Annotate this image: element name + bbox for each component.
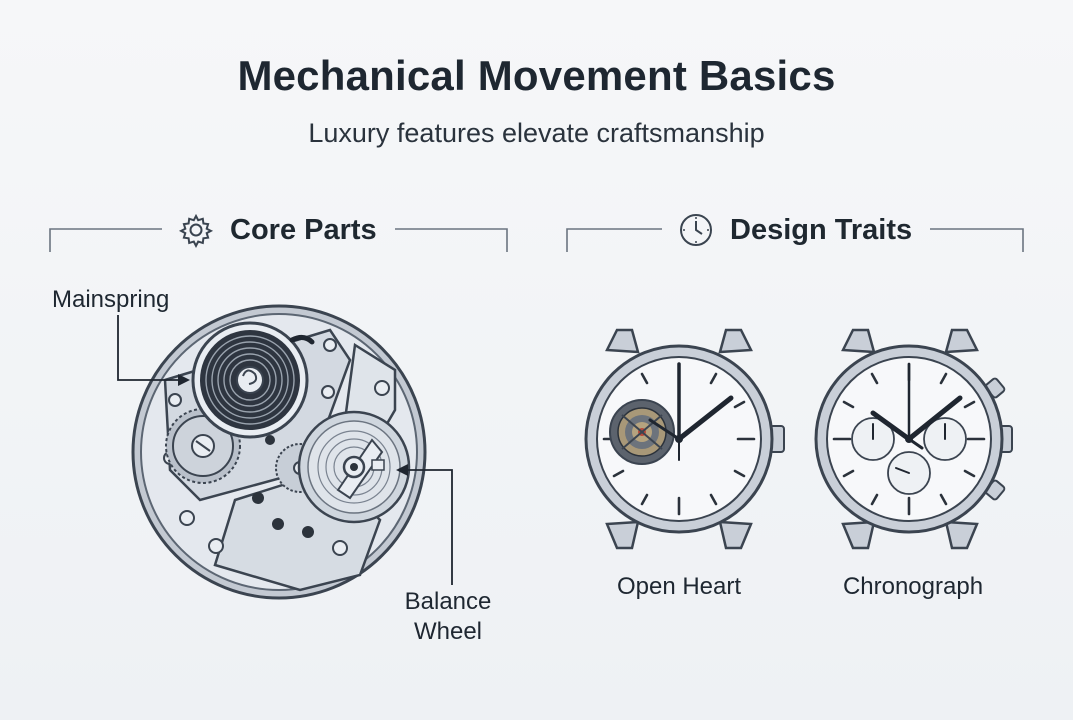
jewel	[252, 492, 264, 504]
callout-lines	[117, 315, 453, 585]
jewel	[302, 526, 314, 538]
chrono-hour-hand	[870, 410, 912, 442]
section-header-core-parts: Core Parts	[178, 210, 377, 250]
hour-hand-short	[648, 418, 681, 441]
core-divider-left	[49, 228, 162, 252]
balance-wheel-label-line2: Wheel	[413, 618, 483, 645]
movement-illustration	[131, 304, 427, 600]
minute-hand	[676, 395, 734, 442]
crown-wheel	[165, 408, 241, 484]
page-subtitle: Luxury features elevate craftsmanship	[308, 118, 765, 148]
design-divider-left	[566, 228, 662, 252]
mainspring-label: Mainspring	[52, 286, 170, 313]
callout-arrowheads	[178, 374, 408, 476]
balance-arrowhead	[396, 464, 408, 476]
screw	[323, 338, 337, 352]
section-title-design-traits: Design Traits	[730, 213, 913, 246]
mainspring-callout	[117, 315, 180, 381]
gear-icon	[178, 212, 214, 248]
chrono-minute-hand	[906, 395, 963, 442]
core-divider-right	[395, 228, 508, 252]
screw	[321, 385, 335, 399]
clock-icon	[678, 212, 714, 248]
screw	[179, 510, 195, 526]
balance-wheel-label-line1: Balance	[404, 588, 492, 615]
balance-wheel-label: Balance Wheel	[392, 587, 504, 647]
screw	[168, 393, 182, 407]
section-title-core-parts: Core Parts	[230, 213, 377, 246]
screw	[332, 540, 348, 556]
screw	[374, 380, 390, 396]
design-divider-right	[930, 228, 1024, 252]
chronograph-watch	[814, 328, 1013, 550]
mainspring-barrel	[191, 321, 315, 439]
section-header-design-traits: Design Traits	[678, 210, 912, 250]
screw	[208, 538, 224, 554]
section-dividers	[49, 228, 1024, 252]
balance-callout	[404, 469, 453, 585]
open-heart-watch	[584, 328, 785, 550]
mainspring-arrowhead	[178, 374, 190, 386]
jewel	[272, 518, 284, 530]
page-title: Mechanical Movement Basics	[237, 52, 836, 99]
open-heart-label: Open Heart	[616, 573, 742, 600]
balance-wheel	[297, 410, 411, 524]
open-heart-aperture	[609, 399, 675, 465]
chronograph-label: Chronograph	[842, 573, 984, 600]
jewel	[265, 435, 275, 445]
